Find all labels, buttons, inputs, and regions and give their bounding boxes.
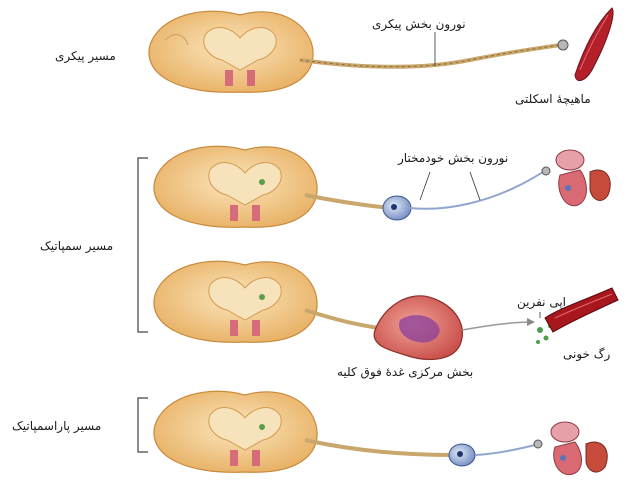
somatic-axon [300,45,560,67]
epinephrine-arrow [462,322,532,330]
target-organs-icon-4 [551,422,607,475]
blood-vessel-label: رگ خونی [563,348,610,360]
skeletal-muscle-icon [575,8,613,81]
epinephrine-label: اپی نفرین [517,296,566,308]
postganglionic-axon-4 [475,445,535,455]
autonomic-ganglion-icon [383,196,411,220]
autonomic-neuron-label: نورون بخش خودمختار [398,152,508,164]
preganglionic-axon-2 [305,195,390,208]
preganglionic-axon-3 [305,310,380,328]
spinal-cord-section-3 [154,261,317,342]
target-organs-icon-2 [556,150,610,206]
somatic-neuron-label: نورون بخش پیکری [372,18,466,30]
parasympathetic-bracket [138,398,148,452]
spinal-cord-section-2 [154,146,317,227]
sympathetic-path-label: مسیر سمپاتیک [40,240,113,252]
preganglionic-axon-4 [305,440,450,455]
spinal-cord-section-4 [154,391,317,472]
neuromuscular-junction-icon [558,40,568,50]
sympathetic-bracket [138,158,148,332]
parasympathetic-path-label: مسیر پاراسمپاتیک [12,420,101,432]
adrenal-medulla-label: بخش مرکزی غدهٔ فوق کلیه [337,366,473,378]
spinal-cord-section-1 [149,11,313,92]
skeletal-muscle-label: ماهیچهٔ اسکلتی [515,93,591,105]
somatic-path-label: مسیر پیکری [55,50,116,62]
